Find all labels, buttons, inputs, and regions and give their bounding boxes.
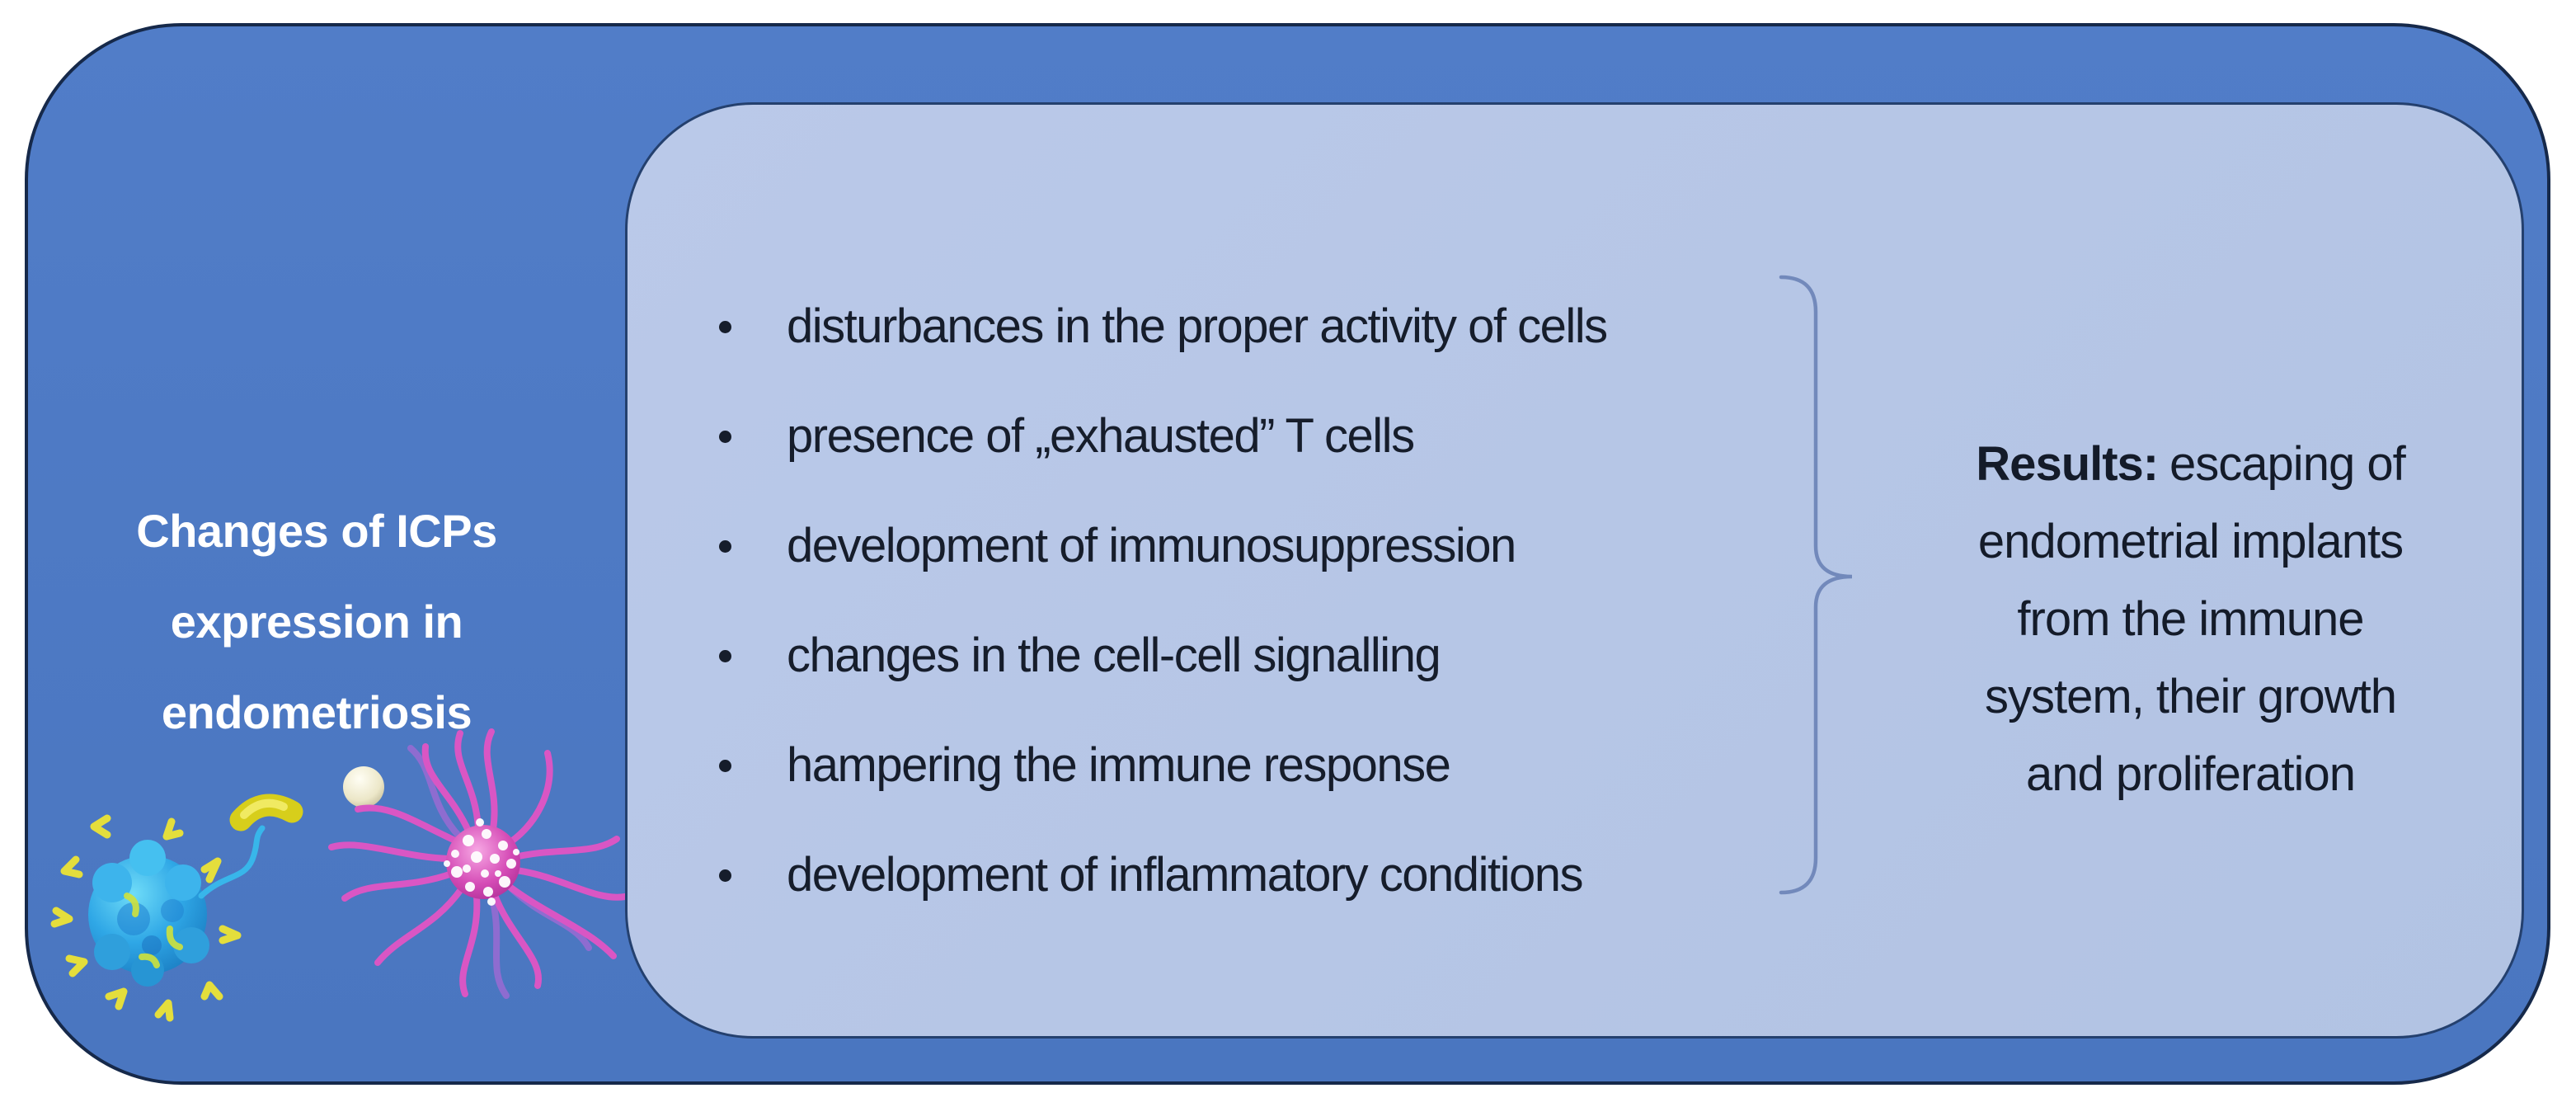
bullet-list: disturbances in the proper activity of c… (719, 296, 1608, 954)
results-text: Results:escaping of endometrial implants… (1925, 426, 2456, 813)
outer-panel: Changes of ICPs expression in endometrio… (25, 23, 2550, 1085)
list-item-text: disturbances in the proper activity of c… (787, 299, 1608, 353)
figure-title-line: endometriosis (161, 686, 472, 738)
figure-title-line: expression in (170, 596, 463, 648)
bullet-dot-icon (719, 320, 731, 333)
results-line: from the immune (2017, 592, 2364, 646)
list-item: disturbances in the proper activity of c… (719, 296, 1608, 357)
list-item: development of immunosuppression (719, 516, 1607, 577)
results-line: Results:escaping of (1976, 437, 2405, 491)
bullet-dot-icon (719, 539, 731, 553)
results-label: Results: (1976, 437, 2159, 491)
list-item-text: hampering the immune response (787, 738, 1451, 792)
vesicle-sphere-icon (343, 766, 384, 808)
results-line: system, their growth (1985, 670, 2397, 723)
list-item: changes in the cell-cell signalling (719, 625, 1607, 686)
signal-squiggle-icon (198, 825, 266, 899)
list-item-text: changes in the cell-cell signalling (787, 629, 1441, 682)
list-item-text: development of immunosuppression (787, 519, 1516, 572)
results-line: endometrial implants (1977, 515, 2404, 568)
figure-title: Changes of ICPs expression in endometrio… (61, 486, 572, 758)
t-cell-icon (50, 814, 242, 1022)
inner-panel (625, 102, 2524, 1039)
list-item: development of inflammatory conditions (719, 845, 1607, 906)
list-item: presence of „exhausted” T cells (719, 406, 1607, 467)
cytokine-bean-icon (229, 794, 303, 831)
results-line: and proliferation (2026, 747, 2356, 801)
curly-brace-icon (1779, 275, 1853, 895)
list-item: hampering the immune response (719, 735, 1607, 796)
list-item-text: presence of „exhausted” T cells (787, 409, 1415, 463)
bullet-dot-icon (719, 430, 731, 443)
bullet-dot-icon (719, 649, 731, 662)
figure-title-line: Changes of ICPs (136, 505, 497, 557)
bullet-dot-icon (719, 759, 731, 772)
cells-illustration (50, 728, 628, 1022)
list-item-text: development of inflammatory conditions (787, 848, 1583, 902)
dendritic-cell-icon (328, 728, 628, 999)
bullet-dot-icon (719, 869, 731, 882)
